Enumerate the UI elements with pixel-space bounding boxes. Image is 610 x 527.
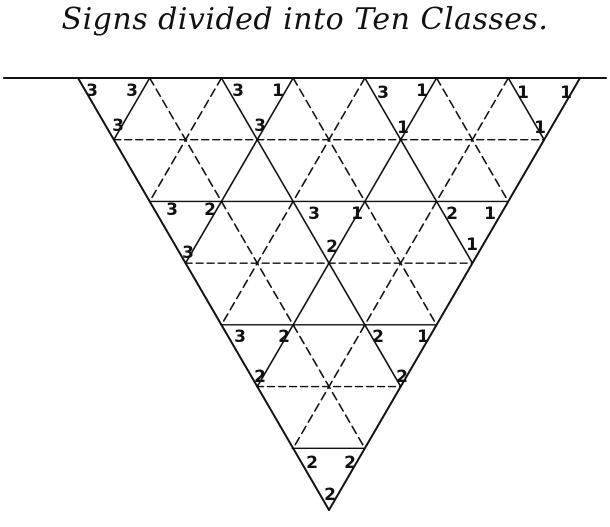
class-number-label: 3 <box>126 81 138 101</box>
class-number-label: 1 <box>397 118 409 138</box>
class-number-label: 2 <box>204 200 216 220</box>
class-number-label: 3 <box>254 116 266 136</box>
class-number-label: 2 <box>306 453 318 473</box>
grid-diagonal-line <box>148 77 223 203</box>
class-number-label: 3 <box>86 81 98 101</box>
class-number-label: 1 <box>416 81 428 101</box>
grid-diagonal-line <box>184 77 294 264</box>
grid-diagonal-line <box>292 77 510 450</box>
class-number-label: 2 <box>326 237 338 257</box>
class-number-label: 3 <box>234 327 246 347</box>
class-number-label: 1 <box>534 118 546 138</box>
right-edge <box>328 77 581 511</box>
class-number-label: 3 <box>112 116 124 136</box>
class-number-label: 2 <box>446 204 458 224</box>
grid-diagonal-line <box>220 77 402 388</box>
class-number-label: 2 <box>324 485 336 505</box>
class-number-label: 2 <box>254 367 266 387</box>
class-number-label: 1 <box>466 235 478 255</box>
class-number-label: 1 <box>417 327 429 347</box>
left-edge <box>77 77 330 511</box>
grid-diagonal-line <box>256 77 438 388</box>
grid-diagonal-line <box>113 77 151 141</box>
class-number-label: 3 <box>166 200 178 220</box>
class-number-label: 3 <box>377 83 389 103</box>
grid-diagonal-line <box>364 77 474 264</box>
class-number-label: 1 <box>272 81 284 101</box>
class-number-label: 3 <box>182 243 194 263</box>
grid-diagonal-line <box>220 77 366 326</box>
class-number-label: 2 <box>344 453 356 473</box>
class-number-label: 3 <box>308 204 320 224</box>
class-number-label: 1 <box>484 204 496 224</box>
class-number-label: 1 <box>351 204 363 224</box>
class-number-label: 2 <box>278 327 290 347</box>
page-title: Signs divided into Ten Classes. <box>61 2 549 37</box>
grid-diagonal-line <box>507 77 545 141</box>
class-number-label: 3 <box>232 81 244 101</box>
class-number-label: 1 <box>560 83 572 103</box>
class-number-label: 1 <box>517 83 529 103</box>
class-number-label: 2 <box>396 367 408 387</box>
class-number-label: 2 <box>372 327 384 347</box>
